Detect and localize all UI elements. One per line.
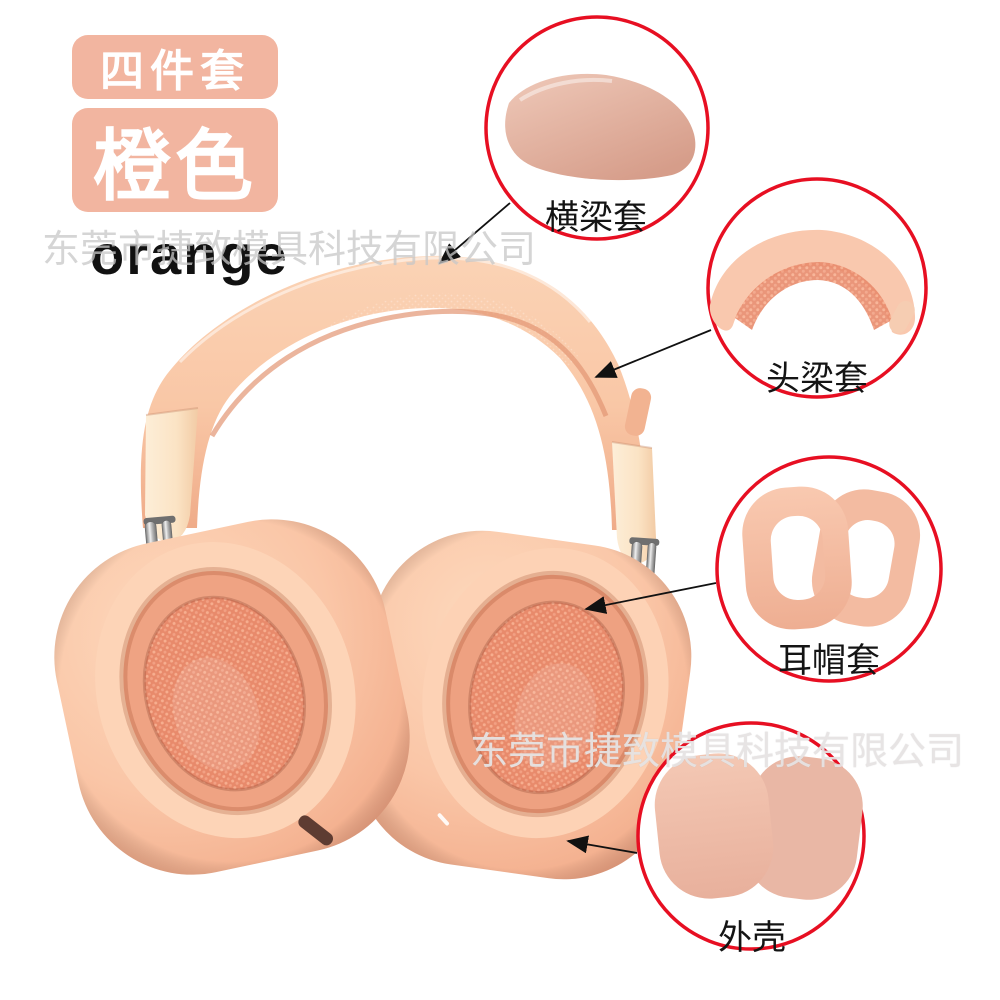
headband-right-end — [612, 442, 656, 564]
callout-arrow-ear-cap-cover — [584, 582, 717, 614]
headband-cover-part — [709, 229, 916, 335]
callout-arrow-beam-cover — [438, 202, 511, 265]
badge-color-label: 橙色 — [92, 122, 257, 210]
callout-arrow-outer-shell — [566, 835, 638, 854]
beam-cover-part — [505, 73, 696, 181]
headband-left-end — [145, 408, 198, 542]
callout-arrow-headband-cover — [594, 329, 712, 378]
right-ear-mesh — [469, 602, 624, 793]
badge-set-label: 四件套 — [100, 47, 250, 96]
callout-circle-headband-cover — [706, 177, 928, 399]
right-ear-cup — [354, 530, 692, 880]
badge-color: 橙色 — [72, 108, 278, 212]
headband — [140, 255, 656, 564]
callout-label-beam-cover: 横梁套 — [545, 199, 647, 237]
left-ear-cup — [54, 519, 410, 875]
callout-label-headband-cover: 头梁套 — [766, 360, 868, 398]
outer-shell-part — [654, 753, 863, 900]
ear-cap-cover-part — [742, 486, 921, 630]
callout-label-outer-shell: 外壳 — [718, 919, 786, 957]
headband-right-tab — [624, 388, 652, 436]
callout-label-ear-cap-cover: 耳帽套 — [778, 642, 880, 680]
callout-arrows — [438, 202, 717, 854]
left-cup-port-slot — [298, 815, 334, 846]
left-ear-mesh — [144, 597, 305, 790]
color-name-english: orange — [90, 223, 289, 286]
badge-set: 四件套 — [72, 35, 278, 99]
